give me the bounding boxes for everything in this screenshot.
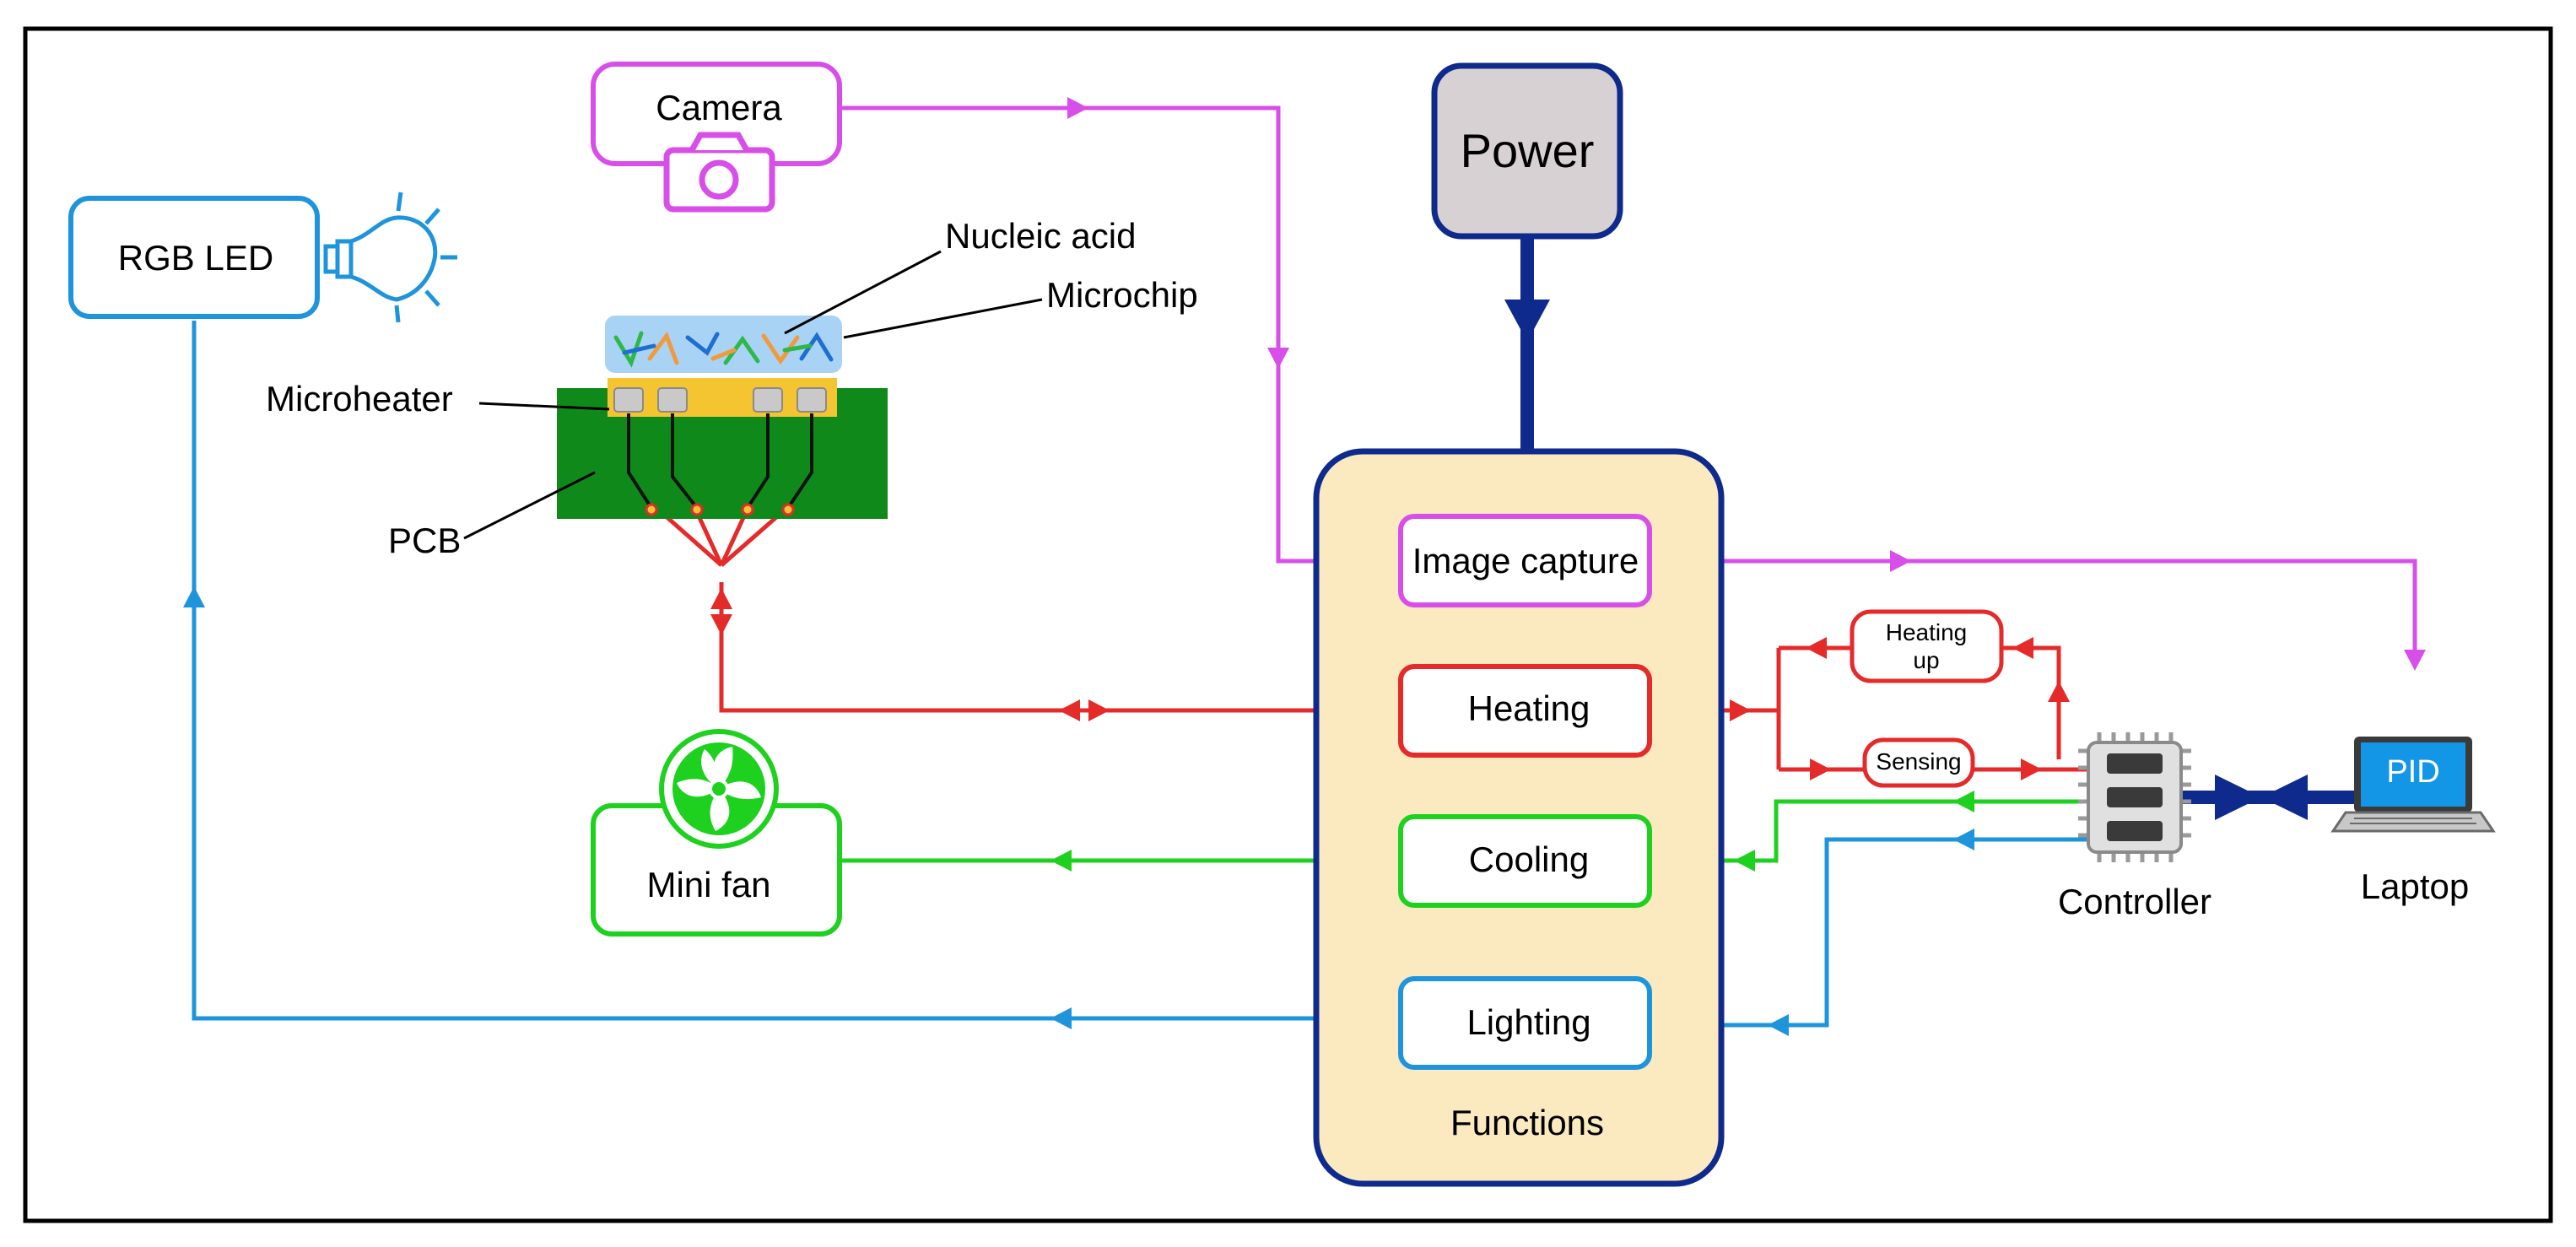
microchip-label: Microchip bbox=[1046, 275, 1198, 315]
controller-laptop-link bbox=[2181, 775, 2354, 820]
svg-text:Power: Power bbox=[1461, 124, 1595, 177]
svg-text:Cooling: Cooling bbox=[1469, 839, 1589, 879]
microheater-label: Microheater bbox=[266, 379, 453, 418]
pcb-contact-points bbox=[645, 503, 795, 516]
camera-icon bbox=[663, 132, 775, 213]
camera-box: Camera bbox=[591, 62, 842, 166]
light-bulb-icon bbox=[323, 192, 457, 323]
svg-text:Heating: Heating bbox=[1886, 619, 1968, 645]
pcb-label: PCB bbox=[388, 521, 461, 560]
svg-text:Heating: Heating bbox=[1468, 688, 1590, 728]
image-signal-arrows bbox=[1067, 97, 2426, 671]
power-line bbox=[1504, 236, 1550, 451]
pid-label: PID bbox=[2386, 754, 2439, 790]
nucleic-acid-label: Nucleic acid bbox=[945, 216, 1136, 256]
heating-up-box: Heating up bbox=[1850, 609, 2004, 683]
lighting-box: Lighting bbox=[1398, 976, 1652, 1070]
lighting-arrows bbox=[183, 586, 1974, 1036]
rgb-led-box: RGB LED bbox=[68, 196, 320, 319]
nucleic-acid-strands bbox=[613, 331, 834, 368]
cooling-arrows bbox=[1050, 791, 1974, 872]
controller-icon bbox=[2078, 732, 2191, 862]
svg-text:Camera: Camera bbox=[656, 88, 782, 127]
fan-icon bbox=[659, 729, 779, 849]
svg-text:Sensing: Sensing bbox=[1876, 748, 1961, 775]
pcb-traces bbox=[627, 413, 813, 510]
svg-text:up: up bbox=[1913, 647, 1939, 673]
svg-text:Lighting: Lighting bbox=[1466, 1002, 1590, 1042]
callout-lines bbox=[463, 250, 1043, 540]
heating-box: Heating bbox=[1398, 664, 1652, 758]
functions-label: Functions bbox=[1450, 1103, 1604, 1142]
diagram-frame bbox=[23, 26, 2553, 1223]
svg-text:Mini fan: Mini fan bbox=[646, 865, 770, 904]
svg-text:Image capture: Image capture bbox=[1412, 541, 1639, 580]
laptop-label: Laptop bbox=[2361, 866, 2469, 906]
microchip bbox=[602, 312, 845, 376]
sensing-box: Sensing bbox=[1862, 737, 1975, 788]
power-box: Power bbox=[1431, 62, 1623, 240]
svg-text:RGB LED: RGB LED bbox=[118, 238, 273, 278]
image-capture-box: Image capture bbox=[1398, 514, 1652, 607]
cooling-box: Cooling bbox=[1398, 814, 1652, 908]
microheater bbox=[608, 378, 837, 417]
controller-label: Controller bbox=[2058, 882, 2211, 921]
laptop-icon: PID bbox=[2330, 737, 2496, 833]
